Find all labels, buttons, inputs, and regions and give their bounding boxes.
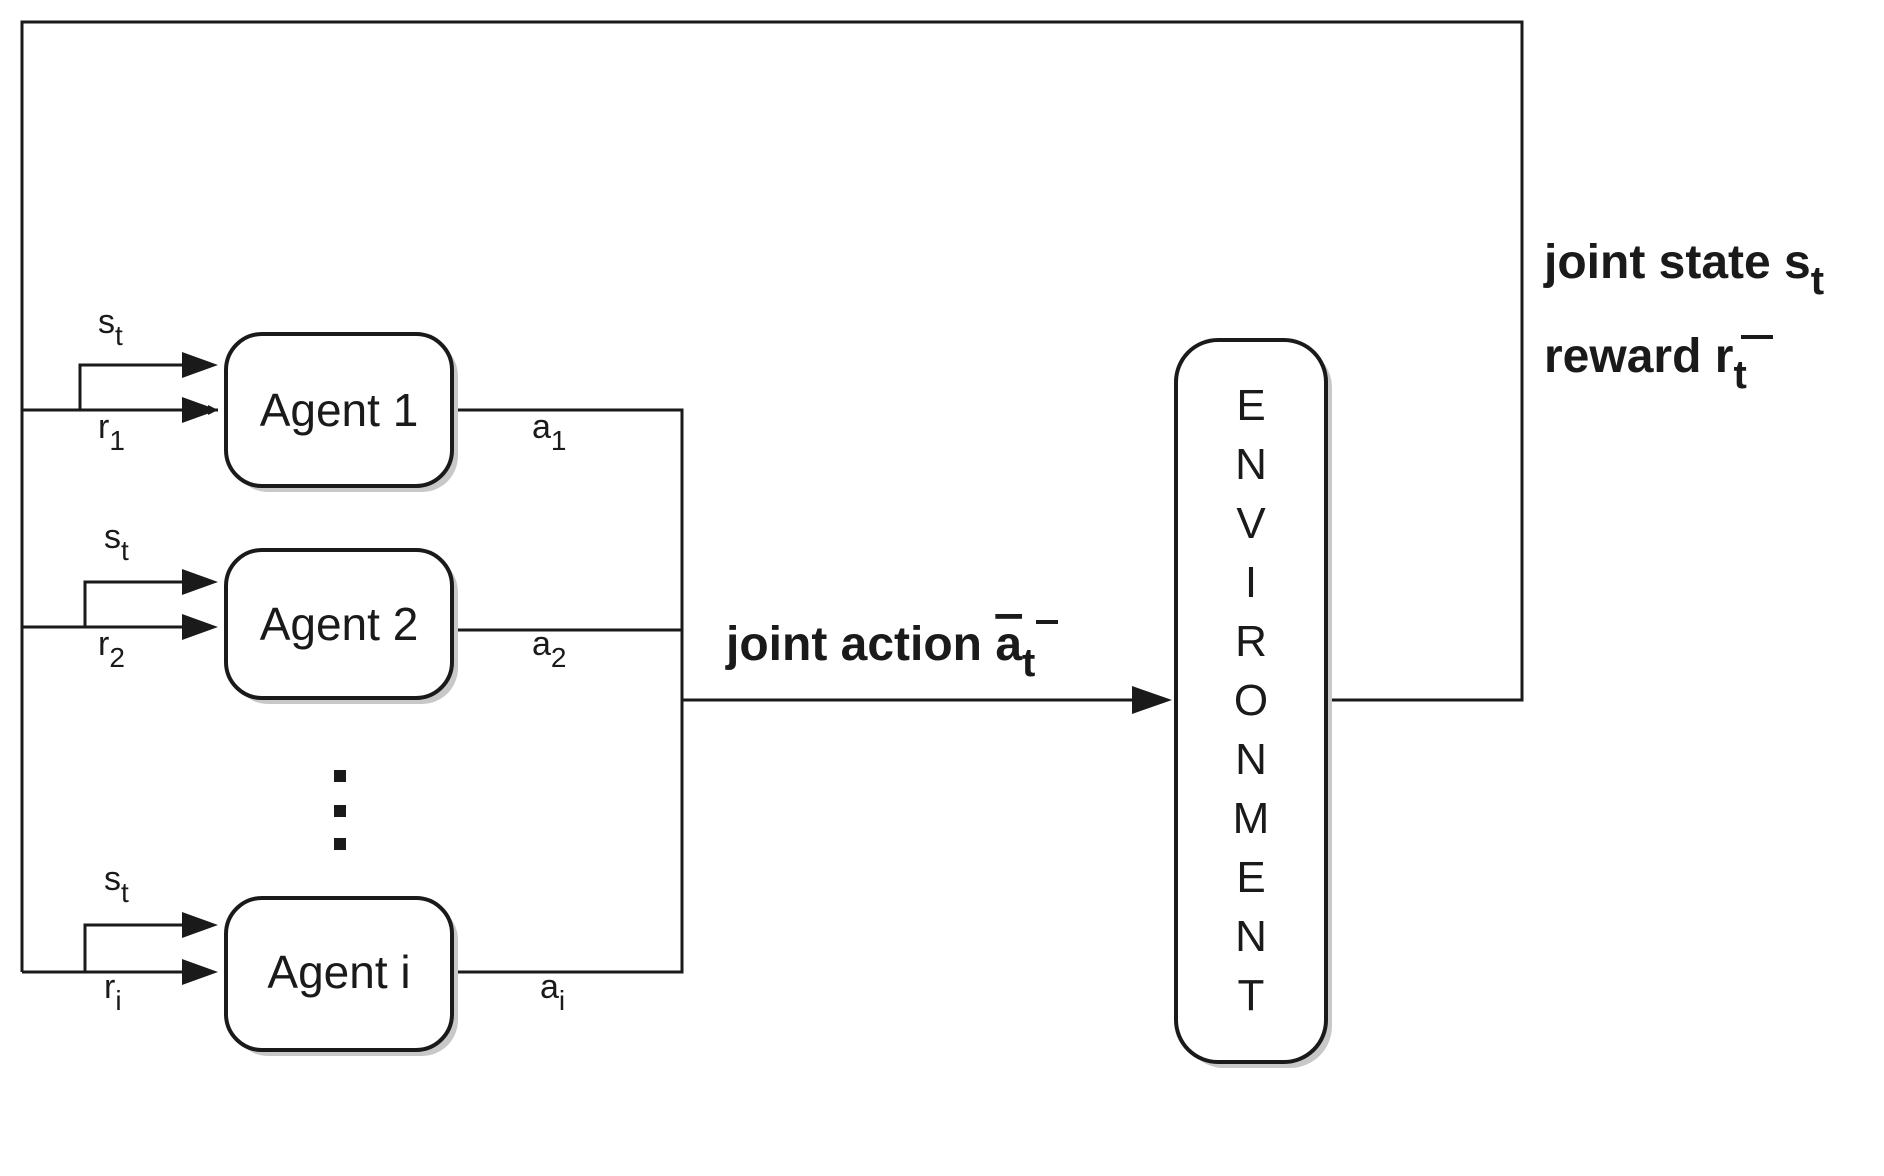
agent-i-label: Agent i	[267, 946, 410, 998]
reward-label: reward rt	[1544, 330, 1747, 397]
agent-2-state-arrow	[83, 580, 182, 627]
environment-letter: I	[1245, 558, 1257, 607]
agent-i-box	[224, 896, 454, 1052]
environment-letter: M	[1233, 794, 1270, 843]
environment-letter: N	[1235, 912, 1267, 961]
agent-i-state-arrow	[83, 923, 182, 972]
agent-1-box	[224, 332, 454, 488]
agent-2-action-label: a2	[532, 625, 567, 673]
agent-1-label: Agent 1	[260, 384, 419, 436]
agent-i-reward-label: ri	[104, 968, 122, 1016]
agent-1-state-label: st	[98, 303, 123, 351]
agent-2-reward-label: r2	[98, 625, 125, 673]
agent-1-state-arrow	[78, 363, 182, 410]
joint-state-label: joint state st	[1543, 236, 1824, 303]
joint-action-symbol: a	[995, 618, 1022, 671]
agent-2-state-label: st	[104, 518, 129, 566]
environment-letter: R	[1235, 617, 1267, 666]
environment-box	[1174, 338, 1328, 1064]
agent-1-action-line	[452, 408, 684, 974]
environment-letter: T	[1238, 971, 1265, 1020]
ellipsis-dots	[334, 770, 346, 850]
agent-i-action-label: ai	[540, 968, 565, 1016]
agent-2-label: Agent 2	[260, 598, 419, 650]
agent-1-action-label: a1	[532, 408, 567, 456]
environment-letter: E	[1236, 381, 1265, 430]
feedback-loop-line	[20, 20, 1524, 972]
environment-letter: E	[1236, 853, 1265, 902]
agent-i-state-label: st	[104, 860, 129, 908]
joint-action-label: joint action at	[725, 618, 1035, 685]
agent-2-box	[224, 548, 454, 700]
environment-letter: N	[1235, 440, 1267, 489]
environment-letter: O	[1234, 676, 1268, 725]
agent-1-reward-label: r1	[98, 408, 125, 456]
environment-letter: N	[1235, 735, 1267, 784]
environment-letter: V	[1236, 499, 1266, 548]
